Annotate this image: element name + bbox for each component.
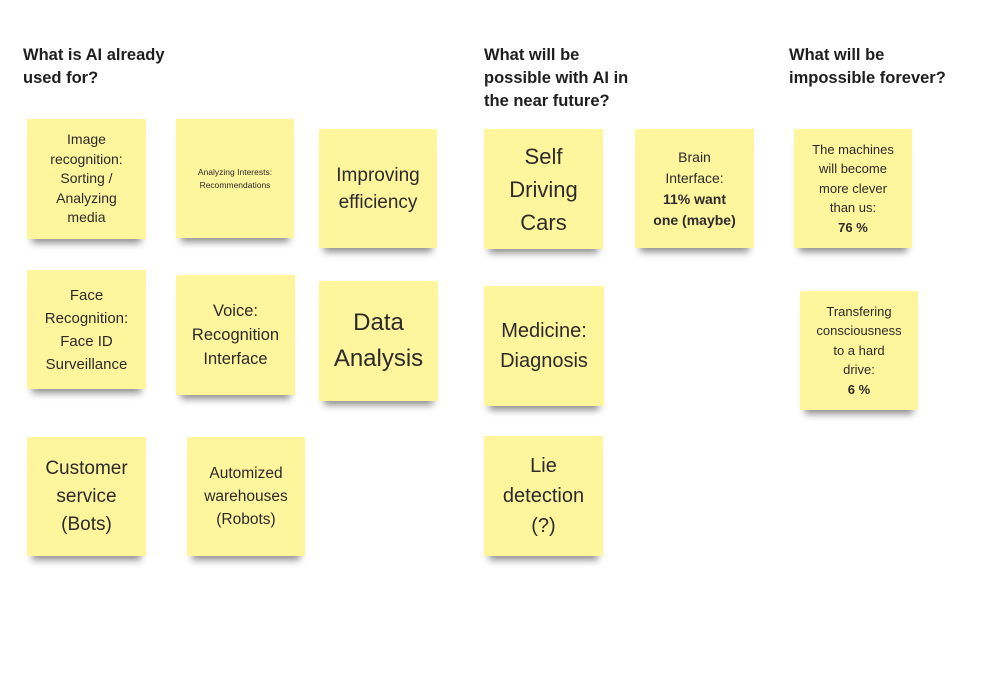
sticky-note-analyzing-interests[interactable]: Analyzing Interests: Recommendations [176, 119, 294, 238]
note-text: Transfering consciousness to a hard driv… [816, 302, 901, 400]
note-line: Self [524, 143, 563, 169]
note-line: Analysis [333, 345, 424, 372]
sticky-note-self-driving-cars[interactable]: Self Driving Cars [484, 129, 603, 249]
note-line: more clever [819, 180, 887, 196]
note-text: Brain Interface: 11% want one (maybe) [653, 147, 735, 231]
sticky-note-face-recognition[interactable]: Face Recognition: Face ID Surveillance [27, 270, 146, 389]
note-line: Recommendations [199, 179, 271, 190]
note-line: (Bots) [61, 513, 112, 535]
note-line: Face [69, 286, 104, 304]
note-text: Improving efficiency [336, 162, 419, 216]
note-line: Data [353, 309, 404, 336]
note-line: service [56, 485, 117, 507]
note-line: Driving [509, 176, 578, 202]
note-line-bold: one (maybe) [653, 211, 736, 228]
note-text: Automized warehouses (Robots) [204, 462, 288, 531]
note-line: Medicine: [501, 320, 587, 342]
note-line: Surveillance [45, 355, 128, 373]
sticky-note-transfering-consciousness[interactable]: Transfering consciousness to a hard driv… [800, 291, 918, 410]
note-line-bold: 76 % [838, 219, 868, 235]
heading-line: What will be [484, 46, 580, 64]
note-line: warehouses [204, 488, 288, 505]
heading-line: used for? [23, 69, 99, 87]
note-line: Brain [678, 148, 711, 165]
note-line: Analyzing [56, 189, 117, 206]
note-line: Transfering [826, 303, 892, 319]
note-line: Interface: [665, 169, 724, 186]
note-line: Voice: [213, 302, 258, 320]
note-line: Lie [530, 455, 557, 477]
note-text: Data Analysis [334, 305, 423, 377]
heading-line: What is AI already [23, 46, 165, 64]
note-text: Customer service (Bots) [45, 455, 127, 539]
heading-line: What will be [789, 46, 885, 64]
note-line-bold: 11% want [662, 190, 727, 207]
note-line: to a hard [833, 342, 885, 358]
sticky-note-image-recognition[interactable]: Image recognition: Sorting / Analyzing m… [27, 119, 146, 239]
sticky-note-machines-clever[interactable]: The machines will become more clever tha… [794, 129, 912, 248]
note-line: Recognition [191, 326, 280, 344]
note-line: detection [502, 485, 585, 507]
note-line: (Robots) [216, 511, 276, 528]
sticky-note-medicine-diagnosis[interactable]: Medicine: Diagnosis [484, 286, 604, 406]
column-heading-already-used: What is AI already used for? [23, 44, 165, 90]
note-line: Diagnosis [500, 350, 588, 372]
sticky-note-data-analysis[interactable]: Data Analysis [319, 281, 438, 401]
note-line: Face ID [60, 332, 113, 350]
note-text: Self Driving Cars [509, 140, 577, 239]
note-line: recognition: [50, 150, 123, 167]
column-heading-near-future: What will be possible with AI in the nea… [484, 44, 628, 113]
note-line: Interface [203, 350, 268, 368]
note-line: drive: [843, 362, 875, 378]
note-line: Image [67, 131, 106, 148]
note-line: Cars [520, 209, 567, 235]
sticky-note-automized-warehouses[interactable]: Automized warehouses (Robots) [187, 437, 305, 556]
note-line: Improving [336, 164, 420, 186]
sticky-note-customer-service[interactable]: Customer service (Bots) [27, 437, 146, 556]
note-text: Analyzing Interests: Recommendations [198, 166, 272, 192]
note-line: efficiency [338, 191, 418, 213]
note-line: Analyzing Interests: [197, 166, 273, 177]
note-text: Lie detection (?) [503, 451, 584, 541]
column-heading-impossible-forever: What will be impossible forever? [789, 44, 946, 90]
sticky-note-lie-detection[interactable]: Lie detection (?) [484, 436, 603, 556]
note-line: Recognition: [44, 309, 129, 327]
note-text: The machines will become more clever tha… [812, 140, 894, 238]
note-text: Image recognition: Sorting / Analyzing m… [50, 130, 122, 228]
note-line: will become [819, 161, 887, 177]
note-text: Medicine: Diagnosis [500, 316, 588, 376]
note-line: Customer [45, 457, 128, 479]
heading-line: possible with AI in [484, 69, 629, 87]
note-text: Voice: Recognition Interface [192, 299, 279, 371]
note-line: The machines [812, 141, 894, 157]
heading-line: impossible forever? [789, 69, 946, 87]
note-line: Sorting / [60, 170, 113, 187]
note-line: (?) [531, 515, 556, 537]
note-line-bold: 6 % [847, 381, 871, 397]
heading-line: the near future? [484, 92, 610, 110]
note-line: consciousness [816, 323, 902, 339]
note-line: media [67, 209, 106, 226]
sticky-note-improving-efficiency[interactable]: Improving efficiency [319, 129, 437, 248]
sticky-note-brain-interface[interactable]: Brain Interface: 11% want one (maybe) [635, 129, 754, 248]
note-line: Automized [209, 465, 283, 482]
note-text: Face Recognition: Face ID Surveillance [45, 284, 128, 376]
note-line: than us: [829, 200, 877, 216]
sticky-note-voice-recognition[interactable]: Voice: Recognition Interface [176, 275, 295, 395]
